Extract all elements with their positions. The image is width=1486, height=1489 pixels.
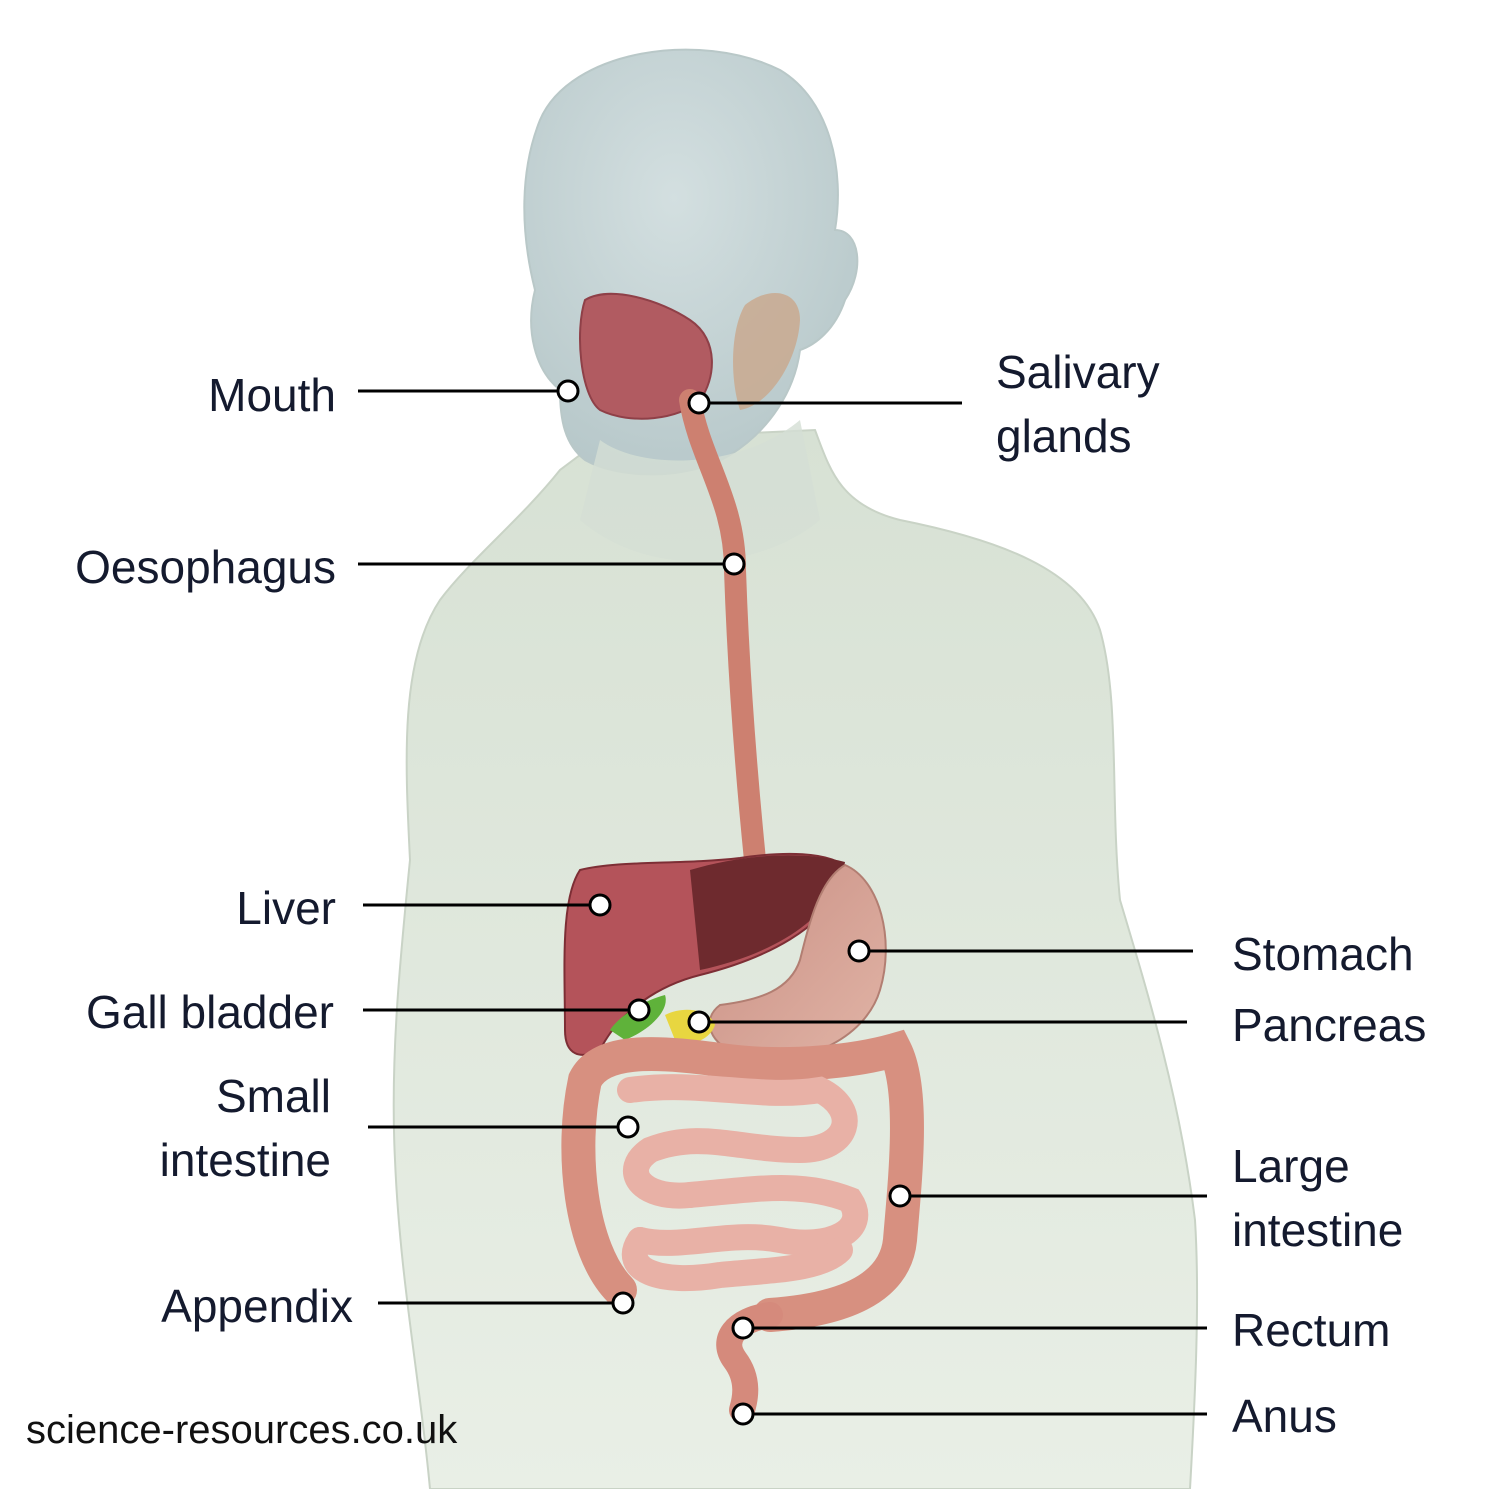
liver-dark-lobe xyxy=(690,855,845,970)
label-oesophagus: Oesophagus xyxy=(75,541,336,593)
label-liver: Liver xyxy=(236,882,336,934)
label-mouth: Mouth xyxy=(208,369,336,421)
small-intestine-organ xyxy=(617,1074,869,1291)
torso-shape xyxy=(392,428,1199,1489)
label-rectum: Rectum xyxy=(1232,1304,1391,1356)
source-watermark: science-resources.co.uk xyxy=(26,1408,458,1452)
label-appendix: Appendix xyxy=(161,1280,353,1332)
marker-anus xyxy=(731,1402,755,1426)
large-intestine-organ xyxy=(561,1029,924,1332)
label-salivary-glands: Salivary glands xyxy=(996,346,1160,462)
marker-large-intestine xyxy=(888,1184,912,1208)
marker-salivary-glands xyxy=(687,391,711,415)
marker-appendix xyxy=(611,1291,635,1315)
label-gall-bladder: Gall bladder xyxy=(85,986,334,1038)
label-pancreas: Pancreas xyxy=(1232,999,1427,1051)
label-anus: Anus xyxy=(1232,1390,1337,1442)
marker-stomach xyxy=(847,939,871,963)
oesophagus-organ xyxy=(679,389,766,871)
label-stomach: Stomach xyxy=(1232,928,1414,980)
marker-rectum xyxy=(731,1316,755,1340)
leader-markers xyxy=(556,379,912,1426)
marker-pancreas xyxy=(687,1010,711,1034)
label-small-intestine: Small intestine xyxy=(159,1070,331,1186)
marker-mouth xyxy=(556,379,580,403)
marker-gall-bladder xyxy=(627,998,651,1022)
label-large-intestine: Large intestine xyxy=(1232,1140,1404,1256)
marker-small-intestine xyxy=(616,1115,640,1139)
marker-liver xyxy=(588,893,612,917)
neck-shape xyxy=(580,420,820,562)
leader-lines xyxy=(358,389,1207,1416)
salivary-gland-organ xyxy=(733,293,800,410)
marker-oesophagus xyxy=(722,552,746,576)
